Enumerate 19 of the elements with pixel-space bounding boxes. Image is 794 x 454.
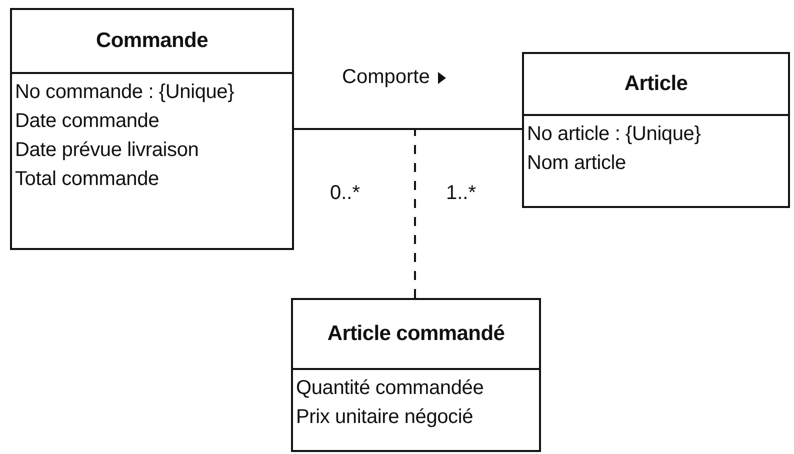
class-name: Commande xyxy=(96,29,208,53)
class-name: Article xyxy=(624,72,688,96)
attribute-text: Date prévue livraison xyxy=(15,138,200,163)
class-box xyxy=(291,298,541,452)
attribute-text: Total commande xyxy=(15,167,160,192)
multiplicity-label: 1..* xyxy=(446,182,476,205)
class-box xyxy=(10,8,294,250)
class-box xyxy=(522,52,790,208)
attribute-text: Nom article xyxy=(527,151,627,176)
association-line xyxy=(294,128,522,130)
attribute-text: Date commande xyxy=(15,109,160,134)
class-name: Article commandé xyxy=(327,322,505,346)
attribute-text: Prix unitaire négocié xyxy=(296,405,474,430)
attribute-text: No article : {Unique} xyxy=(527,122,702,147)
attribute-text: No commande : {Unique} xyxy=(15,80,236,105)
dashed-line xyxy=(414,129,416,298)
edge-label: Comporte xyxy=(340,66,432,89)
multiplicity-label: 0..* xyxy=(330,182,360,205)
attribute-text: Quantité commandée xyxy=(296,376,485,401)
